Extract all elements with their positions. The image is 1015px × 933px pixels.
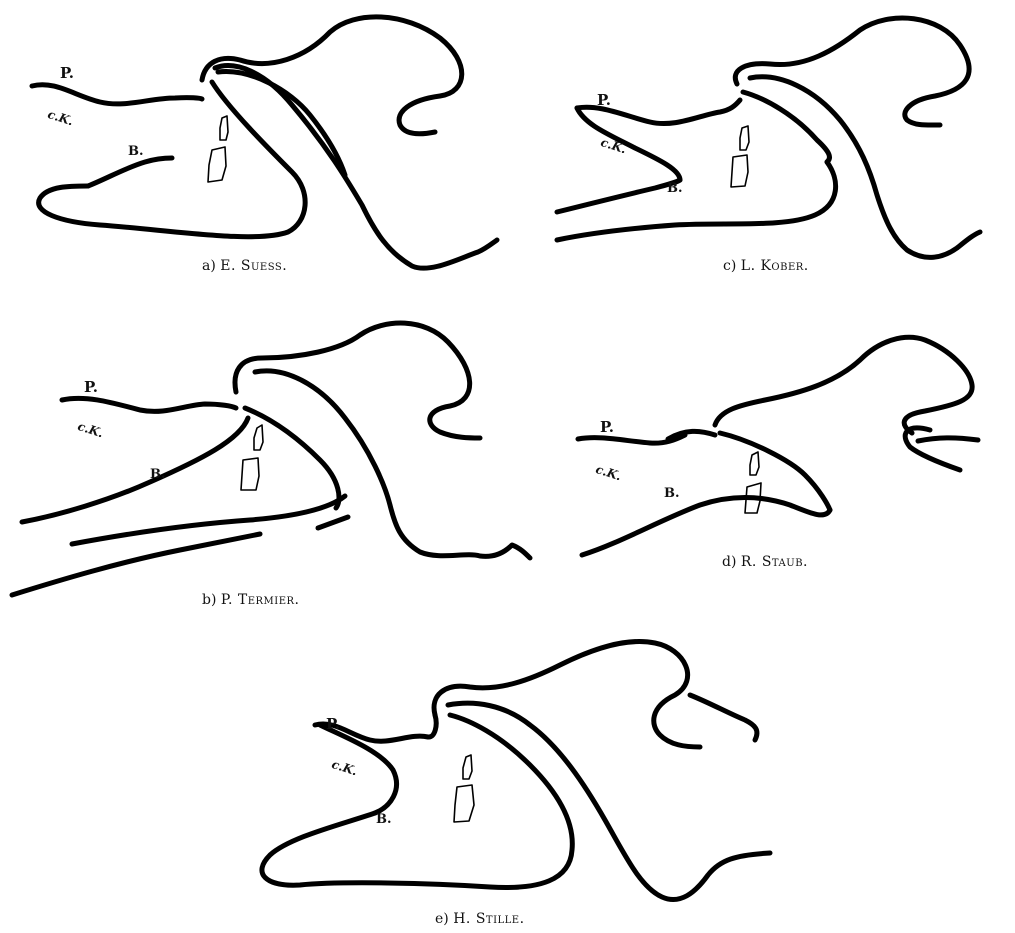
outline-inner: [245, 408, 339, 508]
label-b: B.: [376, 813, 392, 826]
panel-a-suess: P. c.K. B. a) E. Suess.: [0, 0, 520, 290]
label-b: B.: [128, 145, 144, 158]
caption-name: L. Kober.: [741, 258, 809, 274]
label-p: P.: [326, 717, 340, 732]
caption-name: H. Stille.: [453, 911, 524, 927]
line-b: [582, 498, 830, 556]
outline-inner: [743, 92, 830, 162]
outline-main: [262, 715, 572, 888]
line-p-lower: [577, 108, 680, 180]
lens-small: [463, 755, 472, 779]
line-short: [318, 517, 348, 528]
line-lower-2: [12, 534, 260, 595]
label-p: P.: [60, 66, 74, 81]
panel-c-kober: P. c.K. B. c) L. Kober.: [555, 0, 1015, 290]
outline-upper-right: [690, 695, 757, 740]
caption-d: d) R. Staub.: [722, 554, 808, 570]
panel-d-drawing: [560, 315, 1015, 590]
outline-right: [448, 703, 770, 899]
panel-d-staub: P. c.K. B. d) R. Staub.: [560, 315, 1015, 590]
panel-b-termier: P. c.K. B. b) P. Termier.: [0, 300, 560, 620]
line-lower-1: [72, 496, 345, 544]
panel-e-stille: P. c.K. B. e) H. Stille.: [230, 625, 790, 930]
lens-large: [454, 785, 474, 822]
lens-large: [208, 147, 226, 182]
caption-a: a) E. Suess.: [202, 258, 287, 274]
caption-prefix: b): [202, 592, 216, 608]
label-b: B.: [150, 468, 166, 481]
line-b: [88, 158, 172, 186]
lens-small: [750, 452, 759, 475]
line-b: [22, 418, 248, 522]
caption-c: c) L. Kober.: [723, 258, 809, 274]
line-b: [557, 180, 680, 212]
panel-e-drawing: [230, 625, 790, 930]
panel-b-drawing: [0, 300, 560, 620]
label-b: B.: [664, 487, 680, 500]
outline-right: [750, 77, 980, 258]
lens-large: [731, 155, 748, 187]
lens-small: [220, 116, 228, 140]
outline-right: [255, 371, 530, 558]
caption-e: e) H. Stille.: [435, 911, 525, 927]
outline-main: [715, 337, 972, 433]
side-fold-2: [918, 438, 978, 441]
line-p: [32, 85, 202, 104]
caption-name: P. Termier.: [221, 592, 300, 608]
label-p: P.: [84, 380, 98, 395]
caption-prefix: d): [722, 554, 736, 570]
lens-large: [241, 458, 259, 490]
panel-a-drawing: [0, 0, 520, 290]
line-p: [62, 398, 236, 411]
label-b: B.: [667, 182, 683, 195]
caption-name: R. Staub.: [741, 554, 808, 570]
caption-prefix: a): [202, 258, 216, 274]
label-p: P.: [600, 420, 614, 435]
nappe-fold: [735, 18, 969, 125]
lens-small: [740, 126, 749, 150]
caption-b: b) P. Termier.: [202, 592, 300, 608]
lens-small: [254, 425, 263, 450]
label-p: P.: [597, 93, 611, 108]
caption-prefix: e): [435, 911, 449, 927]
nappe-fold: [434, 642, 700, 747]
caption-prefix: c): [723, 258, 736, 274]
caption-name: E. Suess.: [220, 258, 287, 274]
line-p-seg: [668, 431, 715, 439]
